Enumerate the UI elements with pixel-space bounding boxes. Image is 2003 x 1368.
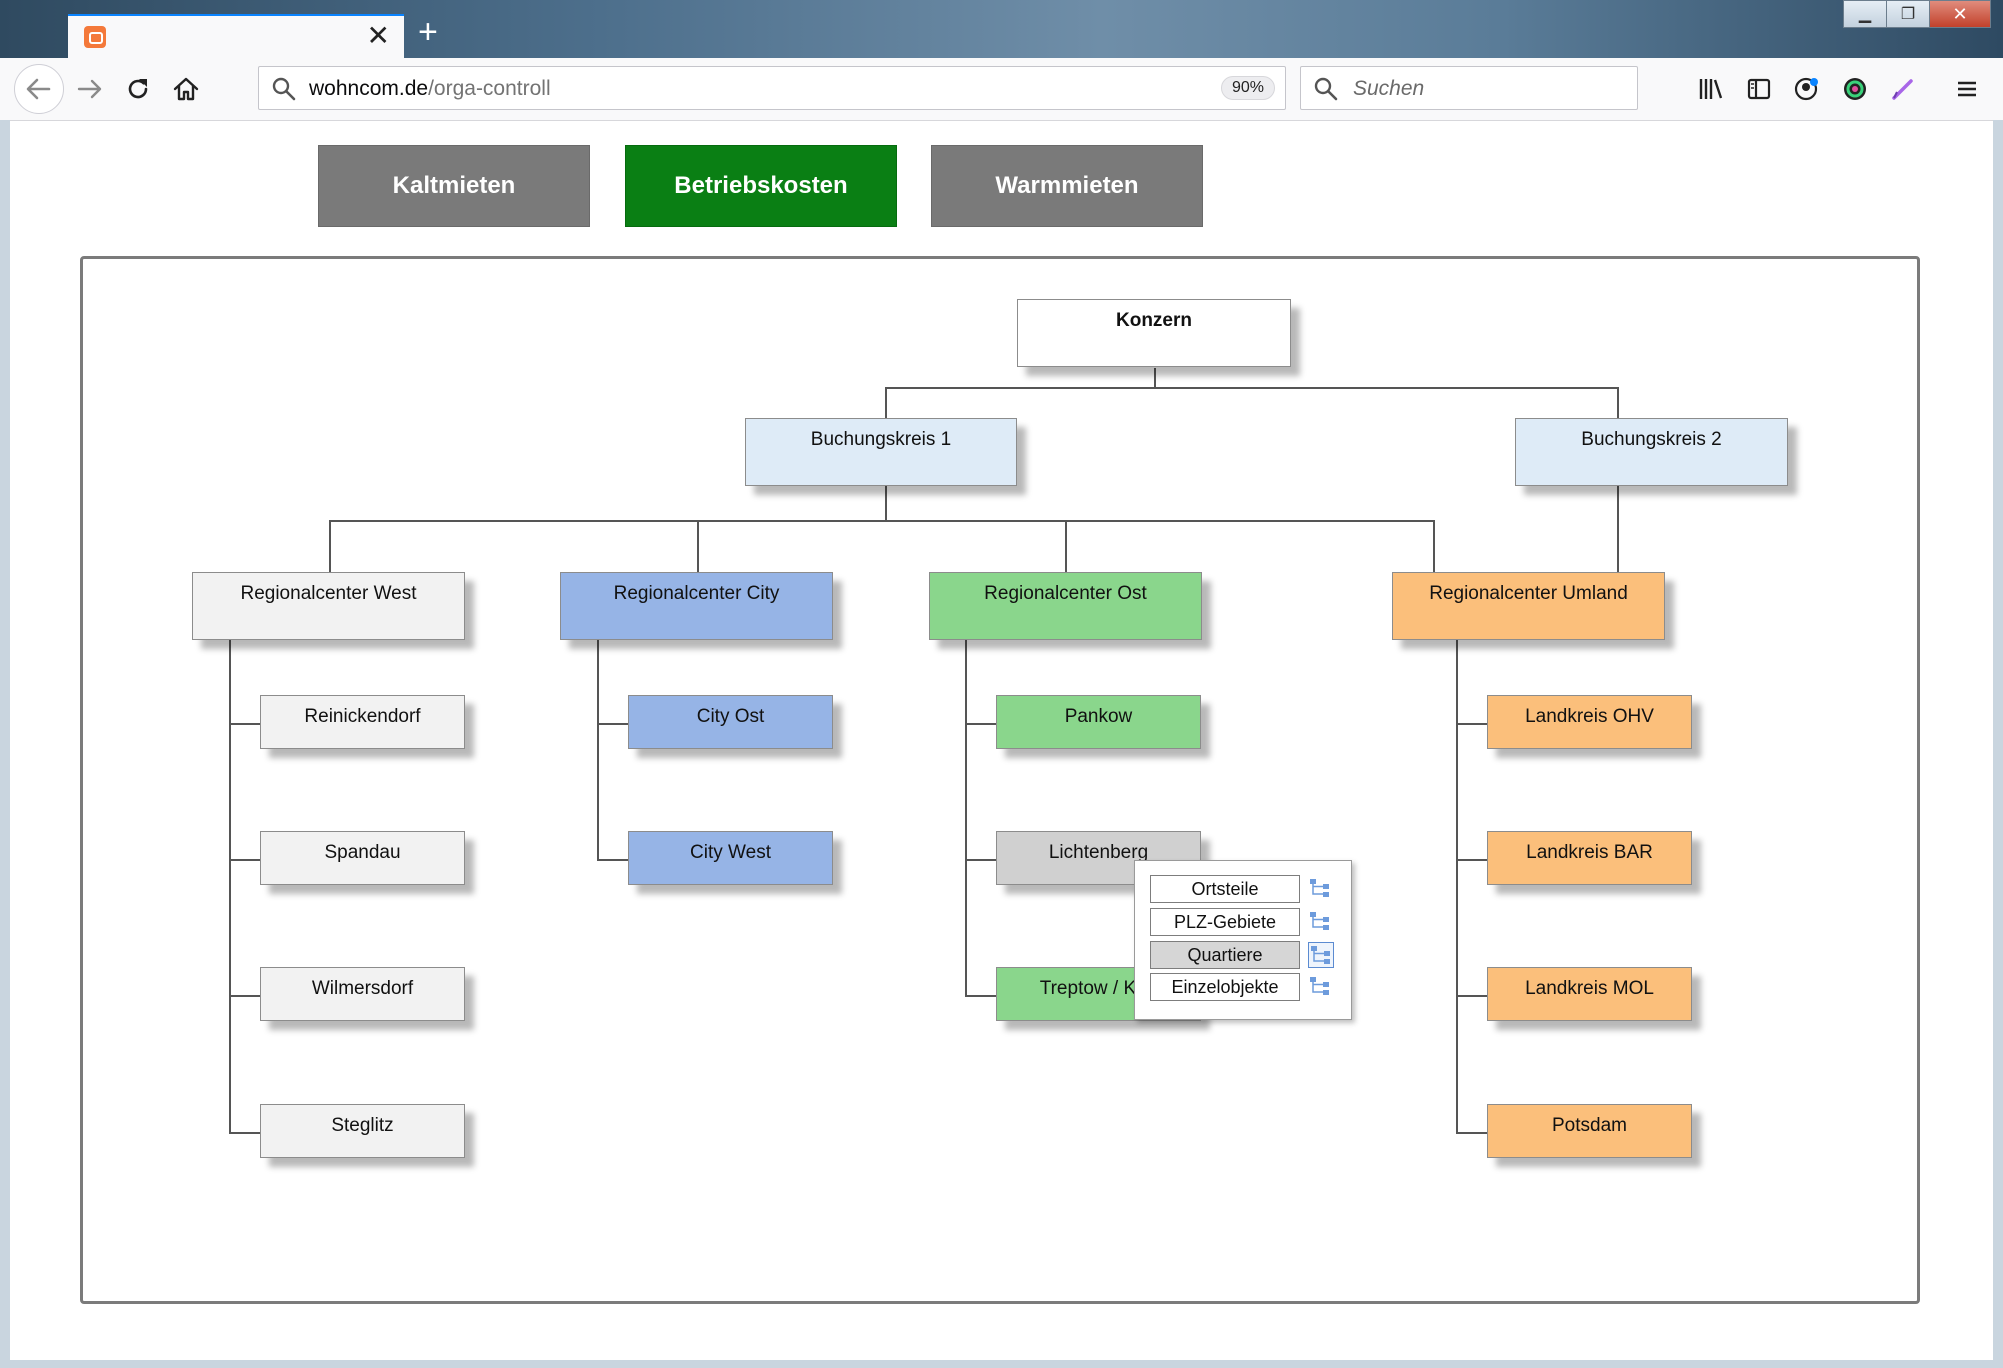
connector-line bbox=[1456, 640, 1458, 1134]
connector-line bbox=[329, 520, 331, 573]
org-node-regionalcenter-umland[interactable]: Regionalcenter Umland bbox=[1392, 572, 1665, 640]
org-node-buchungskreis-1[interactable]: Buchungskreis 1 bbox=[745, 418, 1017, 486]
kaltmieten-button[interactable]: Kaltmieten bbox=[318, 145, 590, 227]
connector-line bbox=[1065, 520, 1067, 573]
org-node-city-ost[interactable]: City Ost bbox=[628, 695, 833, 749]
window-controls: ▁ ❐ ✕ bbox=[1843, 0, 1991, 30]
connector-line bbox=[697, 520, 699, 573]
org-node-konzern[interactable]: Konzern bbox=[1017, 299, 1291, 367]
popup-item-plz-gebiete[interactable]: PLZ-Gebiete bbox=[1150, 908, 1300, 936]
popup-item-ortsteile[interactable]: Ortsteile bbox=[1150, 875, 1300, 903]
hierarchy-icon[interactable] bbox=[1308, 876, 1334, 902]
hierarchy-icon[interactable] bbox=[1308, 974, 1334, 1000]
hierarchy-icon[interactable] bbox=[1308, 942, 1334, 968]
url-domain: wohncom.de bbox=[309, 77, 429, 100]
connector-line bbox=[1456, 1132, 1487, 1134]
menu-icon[interactable] bbox=[1952, 74, 1982, 104]
connector-line bbox=[965, 723, 996, 725]
new-tab-icon[interactable]: + bbox=[418, 13, 438, 51]
forward-button[interactable] bbox=[72, 71, 108, 107]
library-icon[interactable] bbox=[1696, 74, 1726, 104]
popup-item-quartiere[interactable]: Quartiere bbox=[1150, 941, 1300, 969]
pen-extension-icon[interactable] bbox=[1888, 74, 1918, 104]
org-node-potsdam[interactable]: Potsdam bbox=[1487, 1104, 1692, 1158]
connector-line bbox=[1456, 995, 1487, 997]
forward-arrow-icon bbox=[77, 79, 102, 99]
org-node-reinickendorf[interactable]: Reinickendorf bbox=[260, 695, 465, 749]
window-close-icon[interactable]: ✕ bbox=[1929, 0, 1991, 28]
minimize-icon[interactable]: ▁ bbox=[1843, 0, 1887, 28]
connector-line bbox=[1154, 368, 1156, 388]
connector-line bbox=[229, 859, 260, 861]
connector-line bbox=[965, 995, 996, 997]
account-icon[interactable] bbox=[1792, 74, 1822, 104]
drilldown-popup: Ortsteile PLZ-Gebiete Quartiere Einzelob… bbox=[1134, 860, 1352, 1020]
close-tab-icon[interactable]: ✕ bbox=[366, 20, 390, 51]
url-path: /orga-controll bbox=[428, 77, 551, 100]
reload-button[interactable] bbox=[120, 71, 156, 107]
connector-line bbox=[1456, 723, 1487, 725]
window-titlebar: ✕ + ▁ ❐ ✕ bbox=[0, 0, 2003, 58]
org-node-regionalcenter-city[interactable]: Regionalcenter City bbox=[560, 572, 833, 640]
url-text[interactable]: wohncom.de/orga-controll bbox=[309, 77, 551, 101]
window-frame-left bbox=[0, 120, 10, 1368]
org-node-lichtenberg[interactable]: Lichtenberg bbox=[996, 831, 1201, 885]
search-icon bbox=[272, 77, 296, 101]
org-node-regionalcenter-ost[interactable]: Regionalcenter Ost bbox=[929, 572, 1202, 640]
hierarchy-icon[interactable] bbox=[1308, 909, 1334, 935]
org-node-landkreis-bar[interactable]: Landkreis BAR bbox=[1487, 831, 1692, 885]
connector-line bbox=[229, 1132, 260, 1134]
org-node-city-west[interactable]: City West bbox=[628, 831, 833, 885]
connector-line bbox=[329, 520, 1435, 522]
search-placeholder: Suchen bbox=[1353, 77, 1425, 100]
connector-line bbox=[885, 486, 887, 521]
connector-line bbox=[229, 640, 231, 1134]
navigation-toolbar: wohncom.de/orga-controll 90% Suchen bbox=[0, 58, 2003, 121]
connector-line bbox=[885, 387, 887, 419]
color-extension-icon[interactable] bbox=[1840, 74, 1870, 104]
home-icon bbox=[173, 77, 199, 101]
window-frame-bottom bbox=[0, 1360, 2003, 1368]
window-frame-right bbox=[1993, 120, 2003, 1368]
xampp-favicon-icon bbox=[84, 26, 106, 48]
connector-line bbox=[597, 859, 628, 861]
url-bar[interactable]: wohncom.de/orga-controll 90% bbox=[258, 66, 1286, 110]
org-node-wilmersdorf[interactable]: Wilmersdorf bbox=[260, 967, 465, 1021]
search-bar[interactable]: Suchen bbox=[1300, 66, 1638, 110]
search-icon bbox=[1314, 77, 1338, 101]
popup-item-einzelobjekte[interactable]: Einzelobjekte bbox=[1150, 973, 1300, 1001]
org-node-landkreis-mol[interactable]: Landkreis MOL bbox=[1487, 967, 1692, 1021]
connector-line bbox=[1456, 859, 1487, 861]
org-node-steglitz[interactable]: Steglitz bbox=[260, 1104, 465, 1158]
org-node-landkreis-ohv[interactable]: Landkreis OHV bbox=[1487, 695, 1692, 749]
org-node-spandau[interactable]: Spandau bbox=[260, 831, 465, 885]
connector-line bbox=[1617, 387, 1619, 419]
connector-line bbox=[1433, 520, 1435, 573]
zoom-level-badge[interactable]: 90% bbox=[1220, 76, 1275, 100]
betriebskosten-button[interactable]: Betriebskosten bbox=[625, 145, 897, 227]
home-button[interactable] bbox=[168, 71, 204, 107]
back-arrow-icon bbox=[26, 78, 51, 100]
reload-icon bbox=[128, 79, 148, 99]
connector-line bbox=[229, 995, 260, 997]
org-node-pankow[interactable]: Pankow bbox=[996, 695, 1201, 749]
connector-line bbox=[597, 723, 628, 725]
connector-line bbox=[1617, 486, 1619, 573]
maximize-icon[interactable]: ❐ bbox=[1886, 0, 1930, 28]
connector-line bbox=[965, 640, 967, 997]
connector-line bbox=[229, 723, 260, 725]
connector-line bbox=[965, 859, 996, 861]
connector-line bbox=[597, 640, 599, 861]
connector-line bbox=[885, 387, 1618, 389]
warmmieten-button[interactable]: Warmmieten bbox=[931, 145, 1203, 227]
sidebar-icon[interactable] bbox=[1744, 74, 1774, 104]
org-node-buchungskreis-2[interactable]: Buchungskreis 2 bbox=[1515, 418, 1788, 486]
org-node-regionalcenter-west[interactable]: Regionalcenter West bbox=[192, 572, 465, 640]
browser-tab[interactable]: ✕ bbox=[68, 14, 404, 58]
back-button[interactable] bbox=[14, 64, 64, 114]
